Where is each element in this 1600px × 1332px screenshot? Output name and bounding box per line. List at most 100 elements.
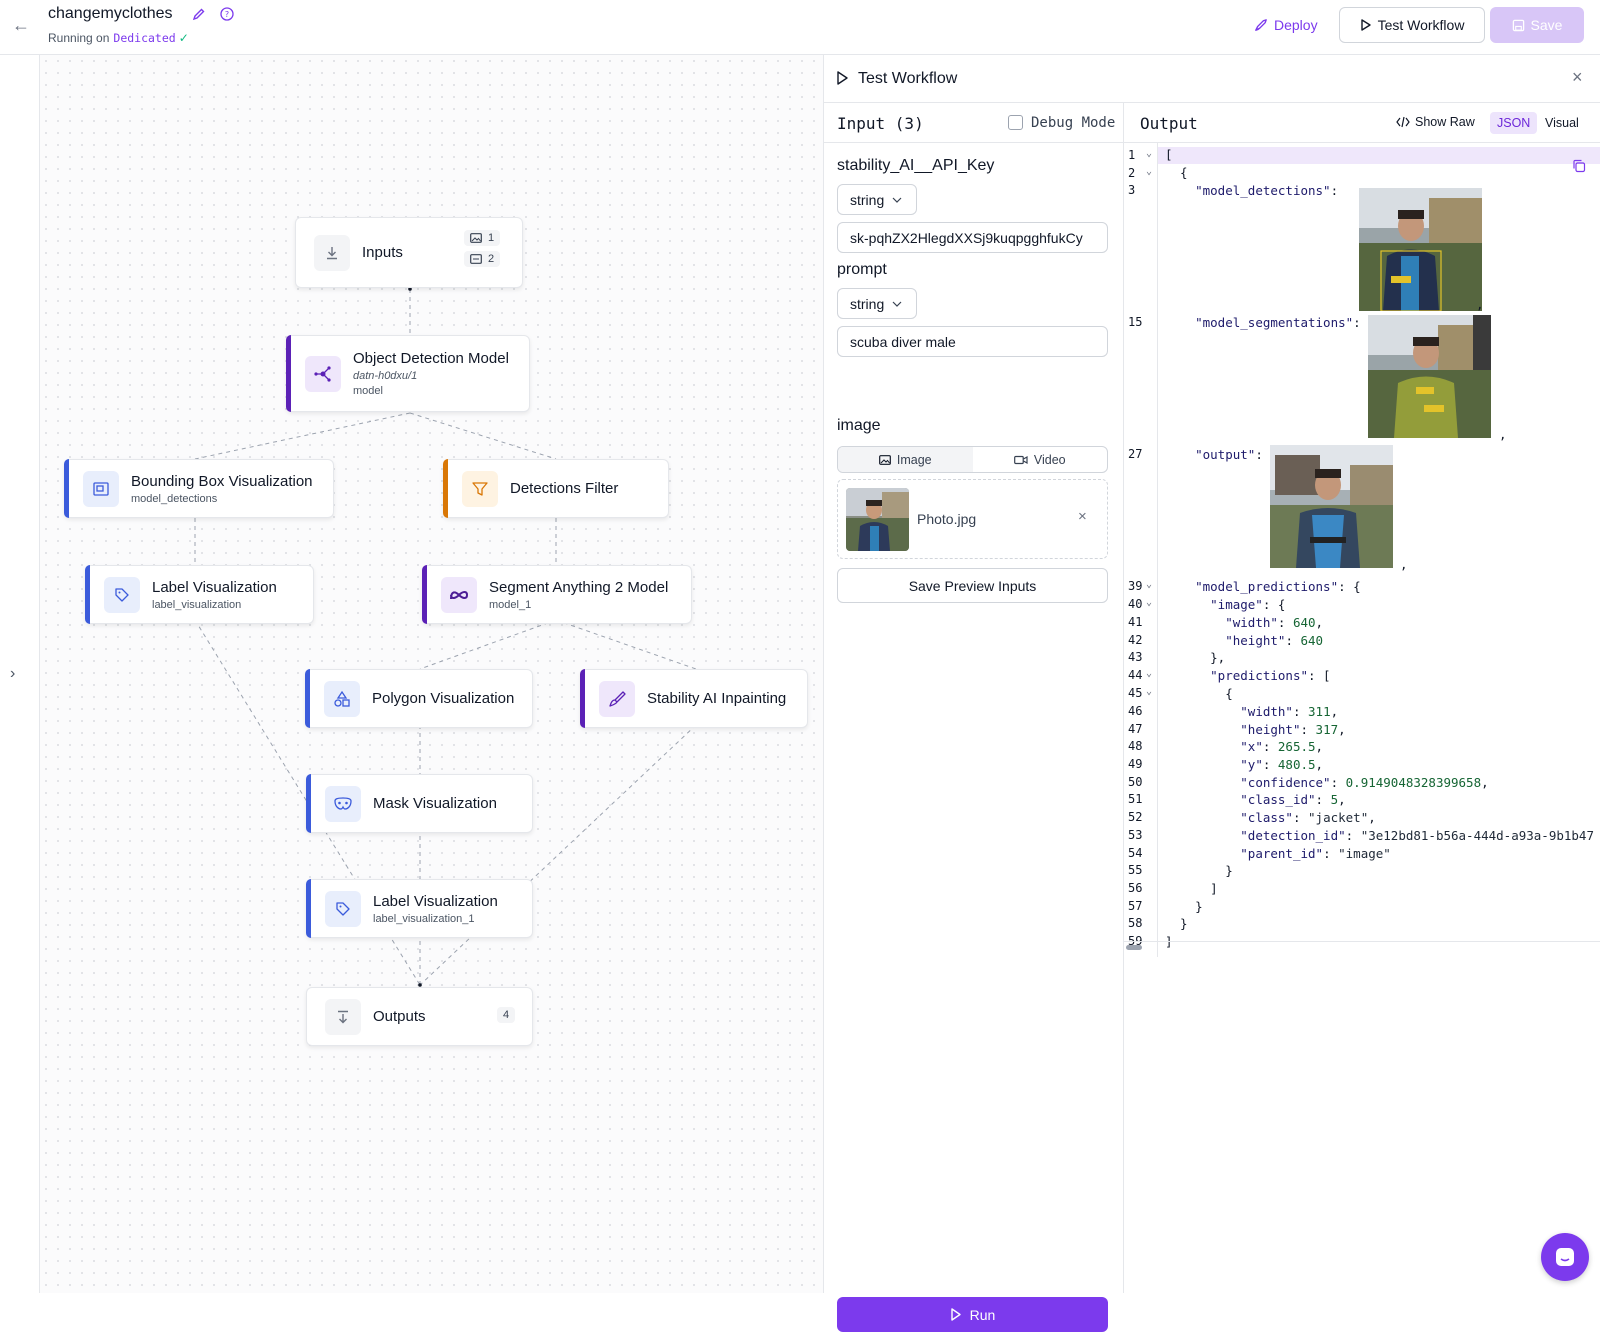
svg-text:?: ? [225,10,229,19]
pencil-icon[interactable] [192,7,206,21]
node-accent [305,669,310,728]
prompt-type-select[interactable]: string [837,288,917,319]
horizontal-scrollbar[interactable] [1124,941,1600,953]
workflow-canvas[interactable]: Inputs 1 2 Object Detection Model datn-h… [40,55,824,1293]
api-key-input[interactable]: sk-pqhZX2HlegdXXSj9kuqpgghfukCy [837,222,1108,253]
fold-icon[interactable]: ⌄ [1146,579,1153,590]
photo-thumbnail [846,488,909,551]
json-output-viewer[interactable]: 1⌄ 2⌄ 3 15 27 39⌄ 40⌄ 41 42 43 44⌄ 45⌄ 4… [1124,143,1600,957]
output-image[interactable] [1270,445,1393,568]
line-number: 39⌄ [1128,579,1153,593]
save-icon [1512,19,1524,31]
deploy-button[interactable]: Deploy [1245,9,1326,41]
node-label-visualization[interactable]: Label Visualization label_visualization [85,565,314,624]
bounding-box-icon [83,470,119,507]
node-accent [286,335,291,412]
line-number: 58 [1128,916,1143,930]
node-inputs[interactable]: Inputs 1 2 [295,217,523,288]
node-label: Detections Filter [510,480,619,497]
code-line: } [1165,863,1233,878]
save-preview-inputs-button[interactable]: Save Preview Inputs [837,568,1108,603]
input-column: Input (3) Debug Mode stability_AI__API_K… [824,103,1124,1332]
node-name: label_visualization_1 [373,912,475,925]
code-comma: , [1400,557,1408,572]
code-line: { [1165,686,1233,701]
active-line-highlight [1124,147,1600,164]
fold-icon[interactable]: ⌄ [1146,148,1153,159]
node-mask-visualization[interactable]: Mask Visualization [306,774,533,833]
node-accent [580,669,585,728]
node-name: model [353,385,383,397]
chevron-right-icon[interactable]: › [10,665,16,682]
show-raw-button[interactable]: Show Raw [1396,115,1475,129]
node-label: Polygon Visualization [372,690,515,707]
test-workflow-button[interactable]: Test Workflow [1339,7,1485,43]
run-label: Run [969,1306,996,1323]
output-title: Output [1140,114,1198,133]
save-button[interactable]: Save [1490,7,1584,43]
prompt-value: scuba diver male [850,333,956,350]
chevron-down-icon [892,197,902,203]
node-label: Label Visualization [373,892,498,910]
prompt-input[interactable]: scuba diver male [837,326,1108,357]
node-object-detection[interactable]: Object Detection Model datn-h0dxu/1 mode… [286,335,530,412]
node-stability-ai-inpainting[interactable]: Stability AI Inpainting [580,669,808,728]
line-number: 51 [1128,792,1143,806]
file-drop-area[interactable]: Photo.jpg × [837,479,1108,559]
fold-icon[interactable]: ⌄ [1146,686,1153,697]
json-view-toggle[interactable]: JSON [1490,112,1538,134]
node-polygon-visualization[interactable]: Polygon Visualization [305,669,533,728]
fold-icon[interactable]: ⌄ [1146,166,1153,177]
chat-icon [1556,1248,1574,1266]
fold-icon[interactable]: ⌄ [1146,597,1153,608]
model-detections-image[interactable] [1359,188,1482,311]
left-rail: › [0,55,40,1293]
show-raw-label: Show Raw [1415,115,1475,129]
tag-icon [104,576,140,613]
visual-view-toggle[interactable]: Visual [1545,116,1579,130]
line-number: 48 [1128,739,1143,753]
node-label-visualization-1[interactable]: Label Visualization label_visualization_… [306,879,533,938]
scrollbar-thumb[interactable] [1126,945,1142,950]
code-line: "y": 480.5, [1240,757,1324,772]
check-icon: ✓ [178,31,189,45]
remove-file-icon[interactable]: × [1078,508,1087,525]
image-tab[interactable]: Image [838,447,973,472]
output-header: Output Show Raw JSON Visual [1124,103,1600,143]
node-label: Label Visualization [152,578,277,596]
field-label-api-key: stability_AI__API_Key [837,157,995,174]
model-segmentations-image[interactable] [1368,315,1491,438]
code-line: ] [1165,881,1218,896]
code-line: [ [1165,147,1173,162]
video-tab[interactable]: Video [973,447,1108,472]
code-line: } [1165,916,1188,931]
line-number: 41 [1128,615,1143,629]
node-bounding-box-visualization[interactable]: Bounding Box Visualization model_detecti… [64,459,334,518]
code-line: }, [1165,650,1226,665]
mask-icon [325,785,361,822]
api-key-type-select[interactable]: string [837,184,917,215]
line-number: 54 [1128,846,1143,860]
node-detections-filter[interactable]: Detections Filter [443,459,669,518]
node-label: Outputs [373,1008,426,1025]
debug-mode-checkbox[interactable] [1008,115,1023,130]
node-segment-anything-2[interactable]: Segment Anything 2 Model model_1 [422,565,692,624]
fold-icon[interactable]: ⌄ [1146,668,1153,679]
line-number: 1⌄ [1128,148,1153,162]
workflow-title: changemyclothes [48,5,173,22]
image-icon [878,454,891,465]
image-count: 1 [488,232,495,244]
deploy-label: Deploy [1274,17,1318,33]
close-icon[interactable]: × [1572,67,1583,87]
video-icon [1013,455,1028,464]
back-arrow-icon[interactable]: ← [12,15,30,35]
run-button[interactable]: Run [837,1297,1108,1332]
running-target[interactable]: Dedicated [113,31,176,45]
node-outputs[interactable]: Outputs 4 [306,987,533,1046]
copy-icon[interactable] [1572,159,1586,173]
help-icon[interactable]: ? [220,7,234,21]
chat-support-button[interactable] [1541,1233,1589,1281]
line-number: 44⌄ [1128,668,1153,682]
filter-icon [462,470,498,507]
param-count: 2 [488,253,495,265]
